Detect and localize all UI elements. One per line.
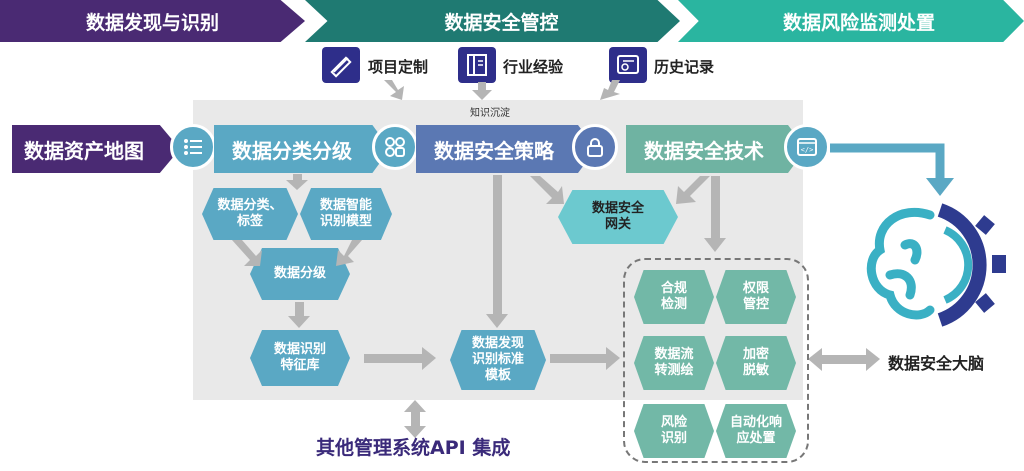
tech-item-flow-mapping: 数据流 转测绘 [634,336,714,390]
tech-item-access-control: 权限 管控 [716,270,796,324]
banner-stage-risk: 数据风险监测处置 [678,0,1024,42]
experience-label-industry: 行业经验 [503,58,564,76]
tech-item-compliance: 合规 检测 [634,270,714,324]
tech-capabilities-group [623,258,809,463]
stage-asset-map: 数据资产地图 [12,125,180,173]
panel-label: 知识沉淀 [470,108,510,119]
node-smart-model: 数据智能 识别模型 [300,188,392,240]
experience-label-custom: 项目定制 [368,58,429,76]
ruler-pencil-icon [322,47,360,83]
node-feature-lib: 数据识别 特征库 [250,330,350,386]
experience-label-history: 历史记录 [654,58,715,76]
tech-item-risk-identification: 风险 识别 [634,404,714,458]
svg-text:</>: </> [801,146,814,154]
code-window-icon: </> [784,124,830,170]
tech-item-auto-response: 自动化响 应处置 [716,404,796,458]
stage-classify: 数据分类分级 [214,125,390,173]
node-gateway: 数据安全 网关 [558,190,678,244]
node-template: 数据发现 识别标准 模板 [450,330,546,390]
lock-icon [572,124,618,170]
stage-policy: 数据安全策略 [416,125,596,173]
node-grading: 数据分级 [250,248,350,300]
brain-gear-icon [866,203,1006,327]
banner-stage-control: 数据安全管控 [305,0,680,42]
node-tagging: 数据分类、 标签 [202,188,298,240]
api-integration-label: 其他管理系统API 集成 [316,437,511,459]
tech-item-encryption: 加密 脱敏 [716,336,796,390]
history-card-icon [609,47,647,83]
brain-label: 数据安全大脑 [888,354,985,373]
banner-stage-discovery: 数据发现与识别 [0,0,305,42]
binder-icon [458,47,496,83]
stage-tech: 数据安全技术 [626,125,806,173]
